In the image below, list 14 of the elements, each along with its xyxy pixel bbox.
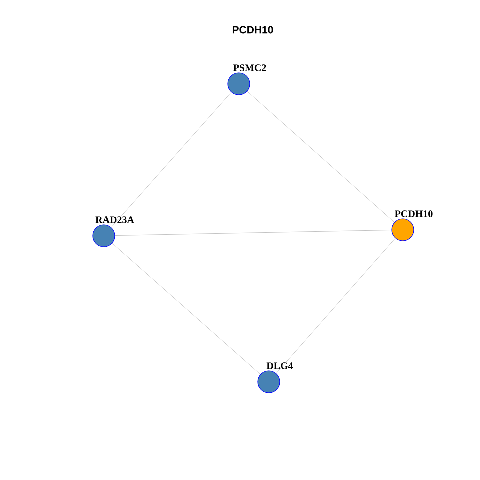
edge-line (111, 92, 232, 228)
gene-node: RAD23A (92, 216, 134, 248)
node-label: DLG4 (266, 362, 294, 370)
title: PCDH10 (233, 26, 274, 34)
node-label: PSMC2 (234, 64, 266, 72)
edge-line (112, 243, 261, 375)
gene-node: DLG4 (258, 362, 294, 394)
node-label: PCDH10 (395, 210, 433, 218)
gene-node: PCDH10 (392, 210, 433, 242)
node-label: RAD23A (96, 216, 134, 224)
edge-line (247, 91, 395, 223)
edge-line (115, 230, 392, 236)
gene-node: PSMC2 (228, 64, 266, 96)
edge-line (276, 238, 396, 374)
